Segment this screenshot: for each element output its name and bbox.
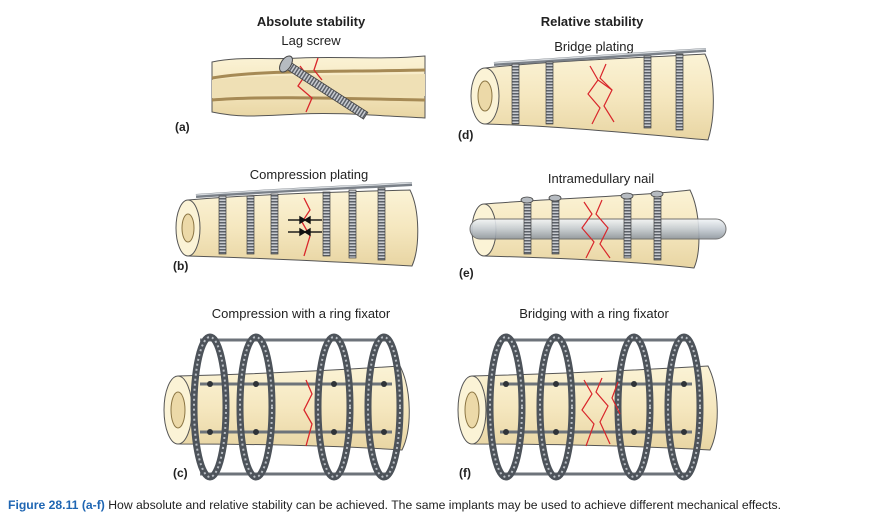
panel-f-title: Bridging with a ring fixator [519, 306, 669, 321]
caption-figure-number: Figure 28.11 [8, 498, 79, 512]
panel-b-illustration [175, 182, 419, 267]
caption-text: How absolute and relative stability can … [108, 498, 781, 512]
panel-c-letter: (c) [173, 466, 188, 480]
panel-c-title: Compression with a ring fixator [211, 306, 391, 321]
panel-e-illustration [469, 189, 727, 269]
heading-absolute-stability: Absolute stability [256, 14, 366, 29]
panel-d-illustration [470, 48, 714, 141]
heading-relative-stability: Relative stability [540, 14, 644, 29]
panel-a-illustration [211, 55, 426, 120]
figure-caption: Figure 28.11 (a-f) How absolute and rela… [8, 498, 781, 512]
panel-f-letter: (f) [459, 466, 471, 480]
panel-c-illustration [163, 333, 410, 481]
panel-d-letter: (d) [458, 128, 474, 142]
panel-e-title: Intramedullary nail [547, 171, 655, 186]
panel-b-title: Compression plating [249, 167, 369, 182]
panel-d-title: Bridge plating [554, 39, 634, 54]
panel-a-title: Lag screw [281, 33, 341, 48]
panel-f-illustration [457, 333, 718, 481]
panel-a-letter: (a) [175, 120, 190, 134]
panel-e-letter: (e) [459, 266, 474, 280]
caption-range: (a-f) [81, 498, 105, 512]
panel-b-letter: (b) [173, 259, 189, 273]
